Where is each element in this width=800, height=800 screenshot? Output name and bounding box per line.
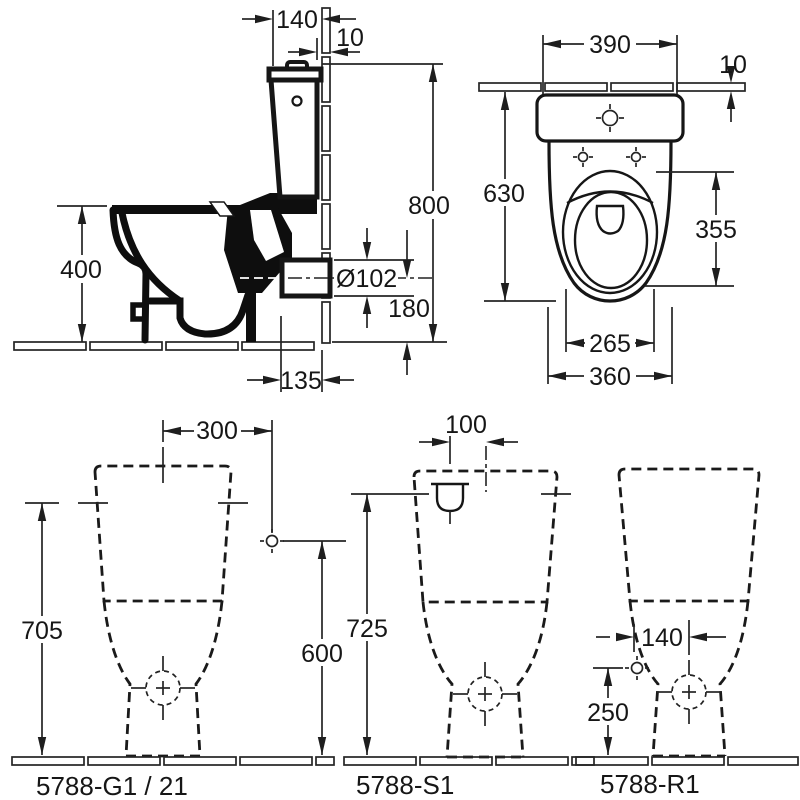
outlet-crosshair (131, 656, 195, 720)
dim-supply-offset: 140 (596, 620, 726, 655)
dim-label: 10 (719, 51, 747, 79)
wall-tiles (321, 7, 331, 344)
dim-label: 390 (589, 31, 631, 59)
product-code-g1: 5788-G1 / 21 (36, 771, 188, 800)
product-code-r1: 5788-R1 (600, 769, 700, 799)
seat-outer-ring (561, 169, 659, 295)
water-spot (595, 204, 625, 235)
variant-s1-view: 100 725 5788-S1 (341, 411, 595, 800)
dim-overall-height: 800 (322, 63, 454, 342)
plan-view: 390 10 630 355 (478, 31, 747, 391)
dim-outlet-setout: 135 (247, 350, 354, 395)
tank-outline (93, 464, 233, 603)
dim-label: 140 (641, 624, 683, 652)
supply-point (625, 656, 649, 680)
dim-seat-cutout: 355 (645, 171, 742, 287)
dim-inner-width: 265 (565, 289, 655, 358)
cistern-plan (535, 93, 685, 143)
dim-overall-depth: 630 (479, 92, 556, 302)
floor-tiles (13, 341, 447, 351)
outlet-crosshair (453, 662, 517, 726)
dim-outlet-diameter: Ø102 (334, 228, 414, 328)
outlet-crosshair (657, 660, 721, 724)
cistern-hole (291, 95, 303, 107)
cistern-side (266, 60, 324, 200)
wall-tiles-plan (478, 82, 746, 92)
dim-supply-offset: 100 (419, 411, 518, 464)
dim-label: 250 (587, 699, 629, 727)
seat-hole-crosshair-right (626, 147, 646, 167)
dim-rim-height: 400 (56, 205, 107, 342)
supply-point (260, 529, 284, 553)
seat-front-arc (566, 190, 654, 205)
bowl-plan-outline (547, 140, 673, 303)
dim-label: 100 (445, 411, 487, 439)
dim-supply-height: 600 (283, 540, 348, 755)
variant-g1-view: 300 705 600 5788-G1 / 21 (11, 416, 348, 800)
product-code-s1: 5788-S1 (356, 770, 454, 800)
dim-bowl-width: 360 (547, 307, 673, 391)
dim-outlet-height: 180 (388, 230, 430, 375)
dim-label: 355 (695, 216, 737, 244)
dim-label: Ø102 (336, 265, 397, 293)
dim-supply-height: 250 (583, 667, 633, 755)
dim-label: 600 (301, 640, 343, 668)
side-view: 140 10 800 400 (13, 6, 454, 395)
dim-label: 725 (346, 615, 388, 643)
dim-label: 705 (21, 617, 63, 645)
seat-hole-crosshair-left (573, 147, 593, 167)
dim-supply-offset: 300 (162, 416, 273, 532)
supply-cup (431, 482, 469, 524)
bowl-section (109, 193, 434, 392)
dim-tank-height: 705 (17, 502, 67, 755)
dim-cistern-width: 390 (542, 31, 678, 94)
lid-crosshair (596, 104, 624, 132)
dim-wall-gap: 10 (288, 24, 364, 60)
dim-label: 180 (388, 295, 430, 323)
floor-tiles (343, 756, 595, 766)
variant-r1-view: 140 250 5788-R1 (575, 467, 799, 799)
dim-label: 630 (483, 180, 525, 208)
dim-label: 10 (336, 24, 364, 52)
dim-cistern-depth: 140 (242, 6, 356, 66)
dim-label: 140 (276, 6, 318, 34)
tank-outline (412, 469, 559, 604)
dim-label: 800 (408, 192, 450, 220)
dim-tank-height: 725 (341, 493, 429, 755)
dim-label: 300 (196, 417, 238, 445)
floor-tiles (11, 756, 335, 766)
dim-label: 265 (589, 330, 631, 358)
dim-label: 360 (589, 363, 631, 391)
floor-tiles (575, 756, 799, 766)
tank-outline (617, 467, 761, 603)
dim-label: 400 (60, 256, 102, 284)
dim-label: 135 (280, 367, 322, 395)
seat-opening (573, 190, 649, 290)
dim-tile-thickness: 10 (719, 51, 747, 122)
